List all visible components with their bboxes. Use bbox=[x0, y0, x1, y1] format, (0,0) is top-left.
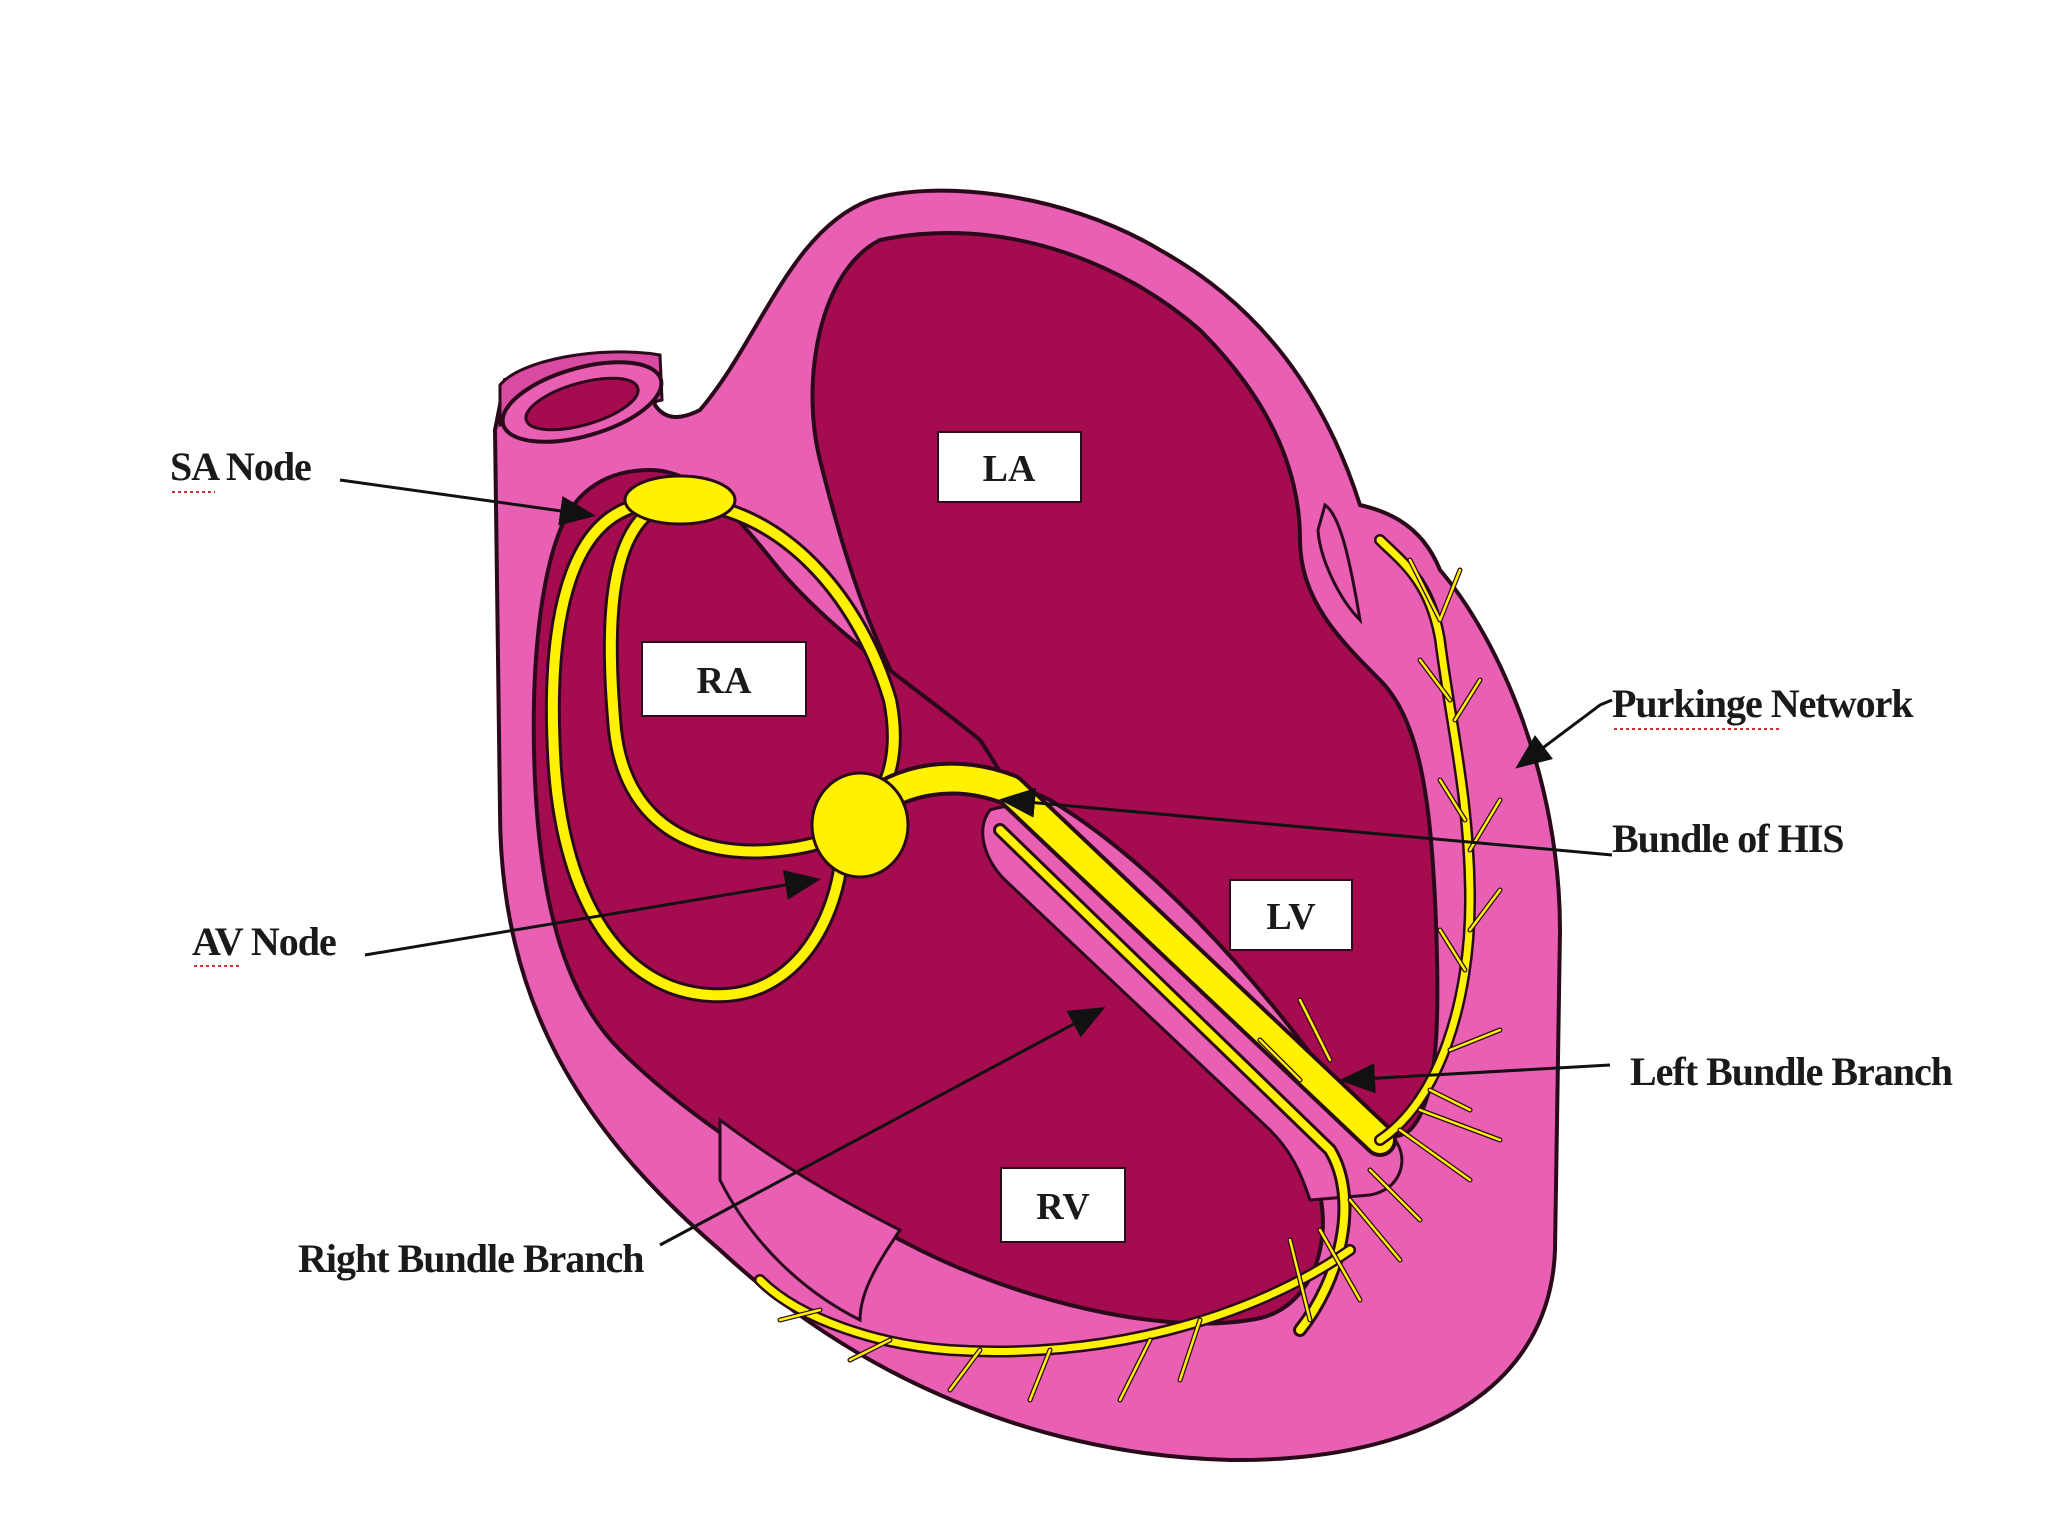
chamber-label-ra: RA bbox=[697, 660, 752, 702]
av-node bbox=[810, 771, 910, 879]
label-box-ra: RA bbox=[641, 641, 807, 717]
arrow-bundle-his bbox=[999, 787, 1613, 857]
callout-arrows bbox=[339, 478, 1613, 1247]
chamber-label-lv: LV bbox=[1266, 896, 1316, 938]
chamber-label-rv: RV bbox=[1036, 1186, 1090, 1228]
callout-av-node: AV Node bbox=[192, 919, 336, 964]
callout-purkinje-network: Purkinge Network bbox=[1612, 681, 1914, 726]
callout-left-bundle-branch: Left Bundle Branch bbox=[1630, 1049, 1953, 1094]
arrow-av-node bbox=[364, 870, 821, 957]
arrow-right-bundle bbox=[659, 1007, 1106, 1247]
sa-node bbox=[623, 474, 737, 526]
outer-wall-flap bbox=[1316, 502, 1363, 625]
label-box-la: LA bbox=[937, 431, 1082, 503]
label-box-lv: LV bbox=[1229, 879, 1353, 951]
chamber-label-la: LA bbox=[983, 448, 1036, 490]
lower-wall-flap bbox=[718, 1117, 903, 1323]
callout-sa-node: SA Node bbox=[170, 444, 311, 489]
label-box-rv: RV bbox=[1000, 1167, 1126, 1243]
arrow-purkinje bbox=[1515, 698, 1613, 769]
callout-right-bundle-branch: Right Bundle Branch bbox=[298, 1236, 644, 1281]
arrow-sa-node bbox=[339, 478, 596, 526]
callout-bundle-of-his: Bundle of HIS bbox=[1612, 816, 1844, 861]
arrow-left-bundle bbox=[1339, 1063, 1611, 1094]
